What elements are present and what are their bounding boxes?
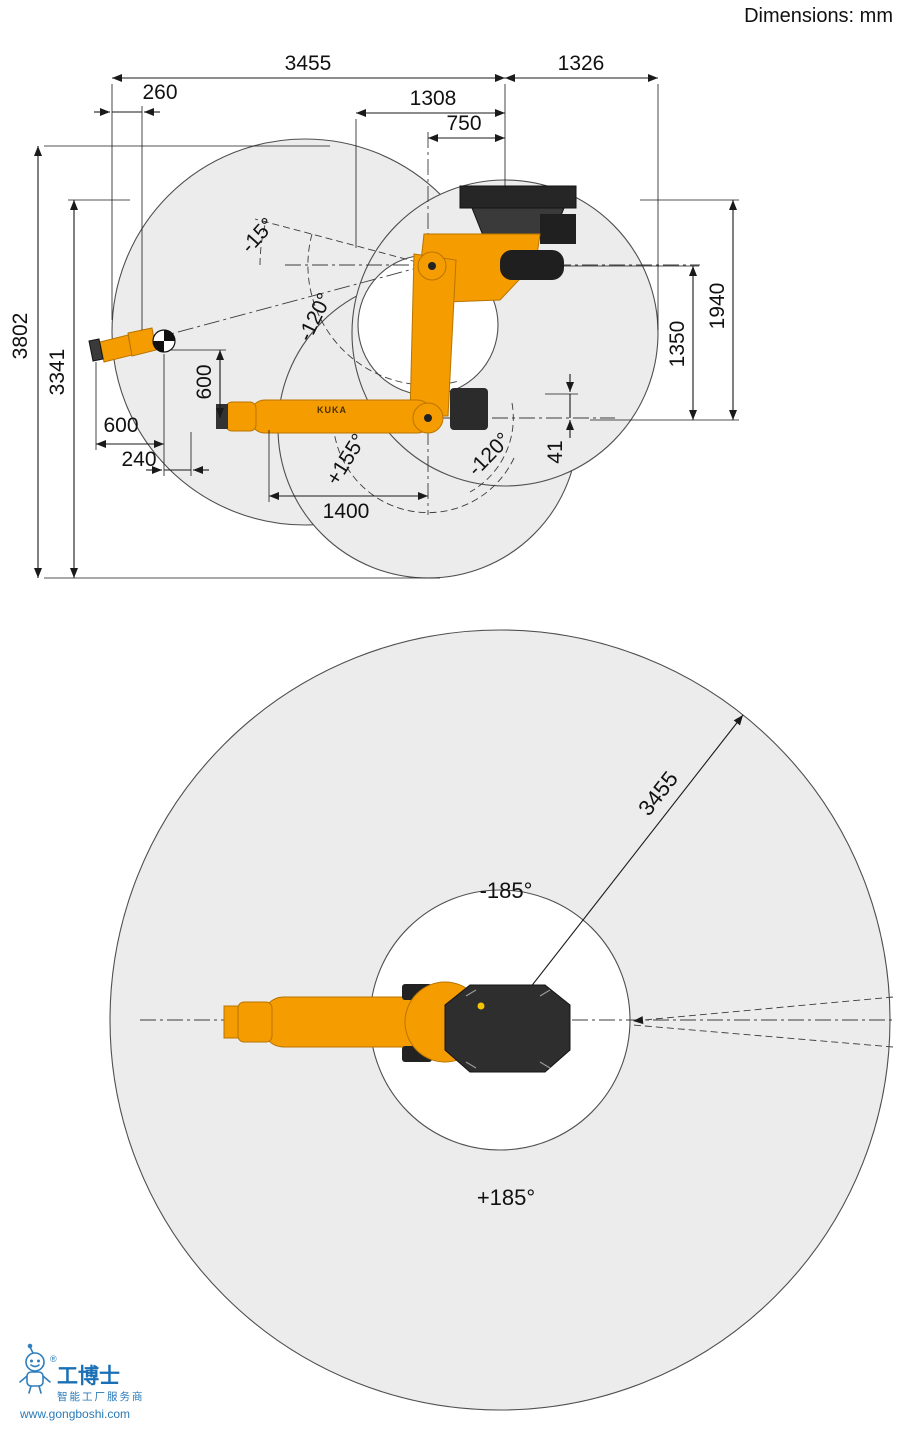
registered-mark: ® [50,1354,57,1364]
minus15-limit-line [254,218,429,266]
alignment-dot [477,1002,485,1010]
dim-label: 240 [121,448,156,471]
dim-240: 240 [121,432,209,476]
dim-3341-vertical: 3341 [46,199,130,578]
dim-label: 600 [103,414,138,437]
dim-41: 41 [544,374,578,464]
dim-label: 1940 [706,283,729,330]
flange [88,338,104,362]
dim-600-vertical: 600 [170,349,226,418]
wrist-segment [127,327,157,357]
flange [216,404,228,429]
base-motor [540,214,576,244]
dim-label: 260 [142,81,177,104]
robot-side-view: KUKA [216,185,577,434]
dim-label: 3455 [285,52,332,75]
dim-1350-vertical: 1350 [560,265,699,420]
vendor-logo: ® 工博士 智能工厂服务商 www.gongboshi.com [19,1343,145,1421]
base-plate [459,185,577,209]
shoulder-axis-dot [428,262,436,270]
top-view-centerlines [140,996,894,1048]
center-of-gravity-icon [152,329,176,353]
robot-extended-pose-wrist [88,327,157,363]
flange-top-view [223,1005,239,1039]
dim-600-horizontal: 600 [95,354,165,476]
dim-label: 1350 [666,321,689,368]
arc-minus-15 [259,220,267,266]
mascot-icon [19,1343,51,1394]
bolt-mark [539,989,551,997]
logo-tagline: 智能工厂服务商 [57,1390,145,1403]
bolt-mark [539,1061,551,1069]
bolt-mark [465,1061,477,1069]
dim-label: 1308 [410,87,457,110]
angle-label-plus-185: +185° [477,1185,535,1210]
dim-label: 3341 [46,349,69,396]
arc-minus-120-lower [469,402,514,493]
dim-1308: 1308 [355,87,505,248]
bolt-mark [465,989,477,997]
base-plate-top-view [444,984,571,1073]
dim-1400: 1400 [268,430,428,523]
dim-label: 750 [446,112,481,135]
elbow-motor [450,388,488,430]
minus15-pose-line [95,264,429,355]
logo-name: 工博士 [57,1364,120,1388]
units-label: Dimensions: mm [744,5,893,27]
dim-260: 260 [94,81,178,330]
dim-label: 41 [544,440,567,463]
elbow-axis-dot [424,414,432,422]
dim-label: 600 [193,364,216,399]
dim-1940-vertical: 1940 [590,199,739,421]
dim-label: 1326 [558,52,605,75]
counterweight-cylinder [500,250,564,280]
robot-brand-label: KUKA [317,405,347,415]
dim-1326: 1326 [505,52,659,330]
robot-top-view [223,981,571,1073]
dim-label: 3802 [9,313,32,360]
angle-label-minus-185: -185° [480,878,533,903]
dim-label: 1400 [323,500,370,523]
arc-plus-155 [332,417,515,514]
dim-3802-vertical: 3802 [9,145,440,579]
wrist-top-view [237,1001,273,1043]
dim-750: 750 [428,112,505,142]
dim-3455-horizontal: 3455 [111,52,506,320]
wrist [225,401,257,432]
logo-website: www.gongboshi.com [19,1407,130,1421]
